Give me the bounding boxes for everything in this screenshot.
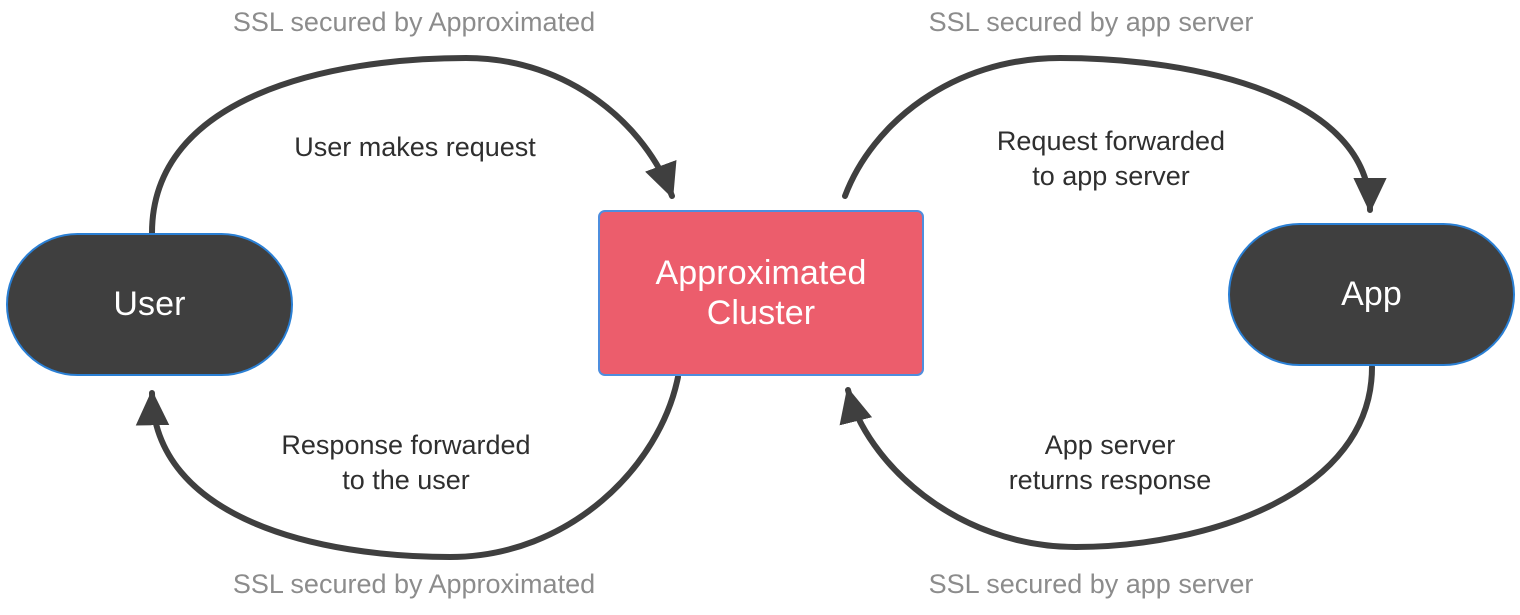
- edge-label-cluster-to-app: Request forwarded to app server: [996, 126, 1226, 191]
- zone-label-bottom-right: SSL secured by app server: [928, 569, 1254, 599]
- zone-label-top-left: SSL secured by Approximated: [232, 7, 596, 37]
- node-user[interactable]: User: [6, 233, 293, 376]
- node-approximated-cluster[interactable]: Approximated Cluster: [598, 210, 924, 376]
- edge-app-to-cluster: [839, 364, 1375, 551]
- node-approximated-cluster-label: Approximated Cluster: [655, 253, 867, 332]
- zone-label-top-right: SSL secured by app server: [928, 7, 1254, 37]
- edge-cluster-to-user: [135, 374, 681, 561]
- edge-user-to-cluster: [149, 54, 677, 236]
- edge-label-app-to-cluster: App server returns response: [1008, 430, 1212, 495]
- edge-cluster-to-app: [842, 54, 1387, 214]
- edge-label-user-to-cluster: User makes request: [294, 132, 536, 162]
- edge-label-cluster-to-user: Response forwarded to the user: [281, 430, 531, 495]
- node-user-label: User: [113, 285, 186, 324]
- node-app-label: App: [1341, 275, 1402, 314]
- zone-label-bottom-left: SSL secured by Approximated: [232, 569, 596, 599]
- node-app[interactable]: App: [1228, 223, 1515, 366]
